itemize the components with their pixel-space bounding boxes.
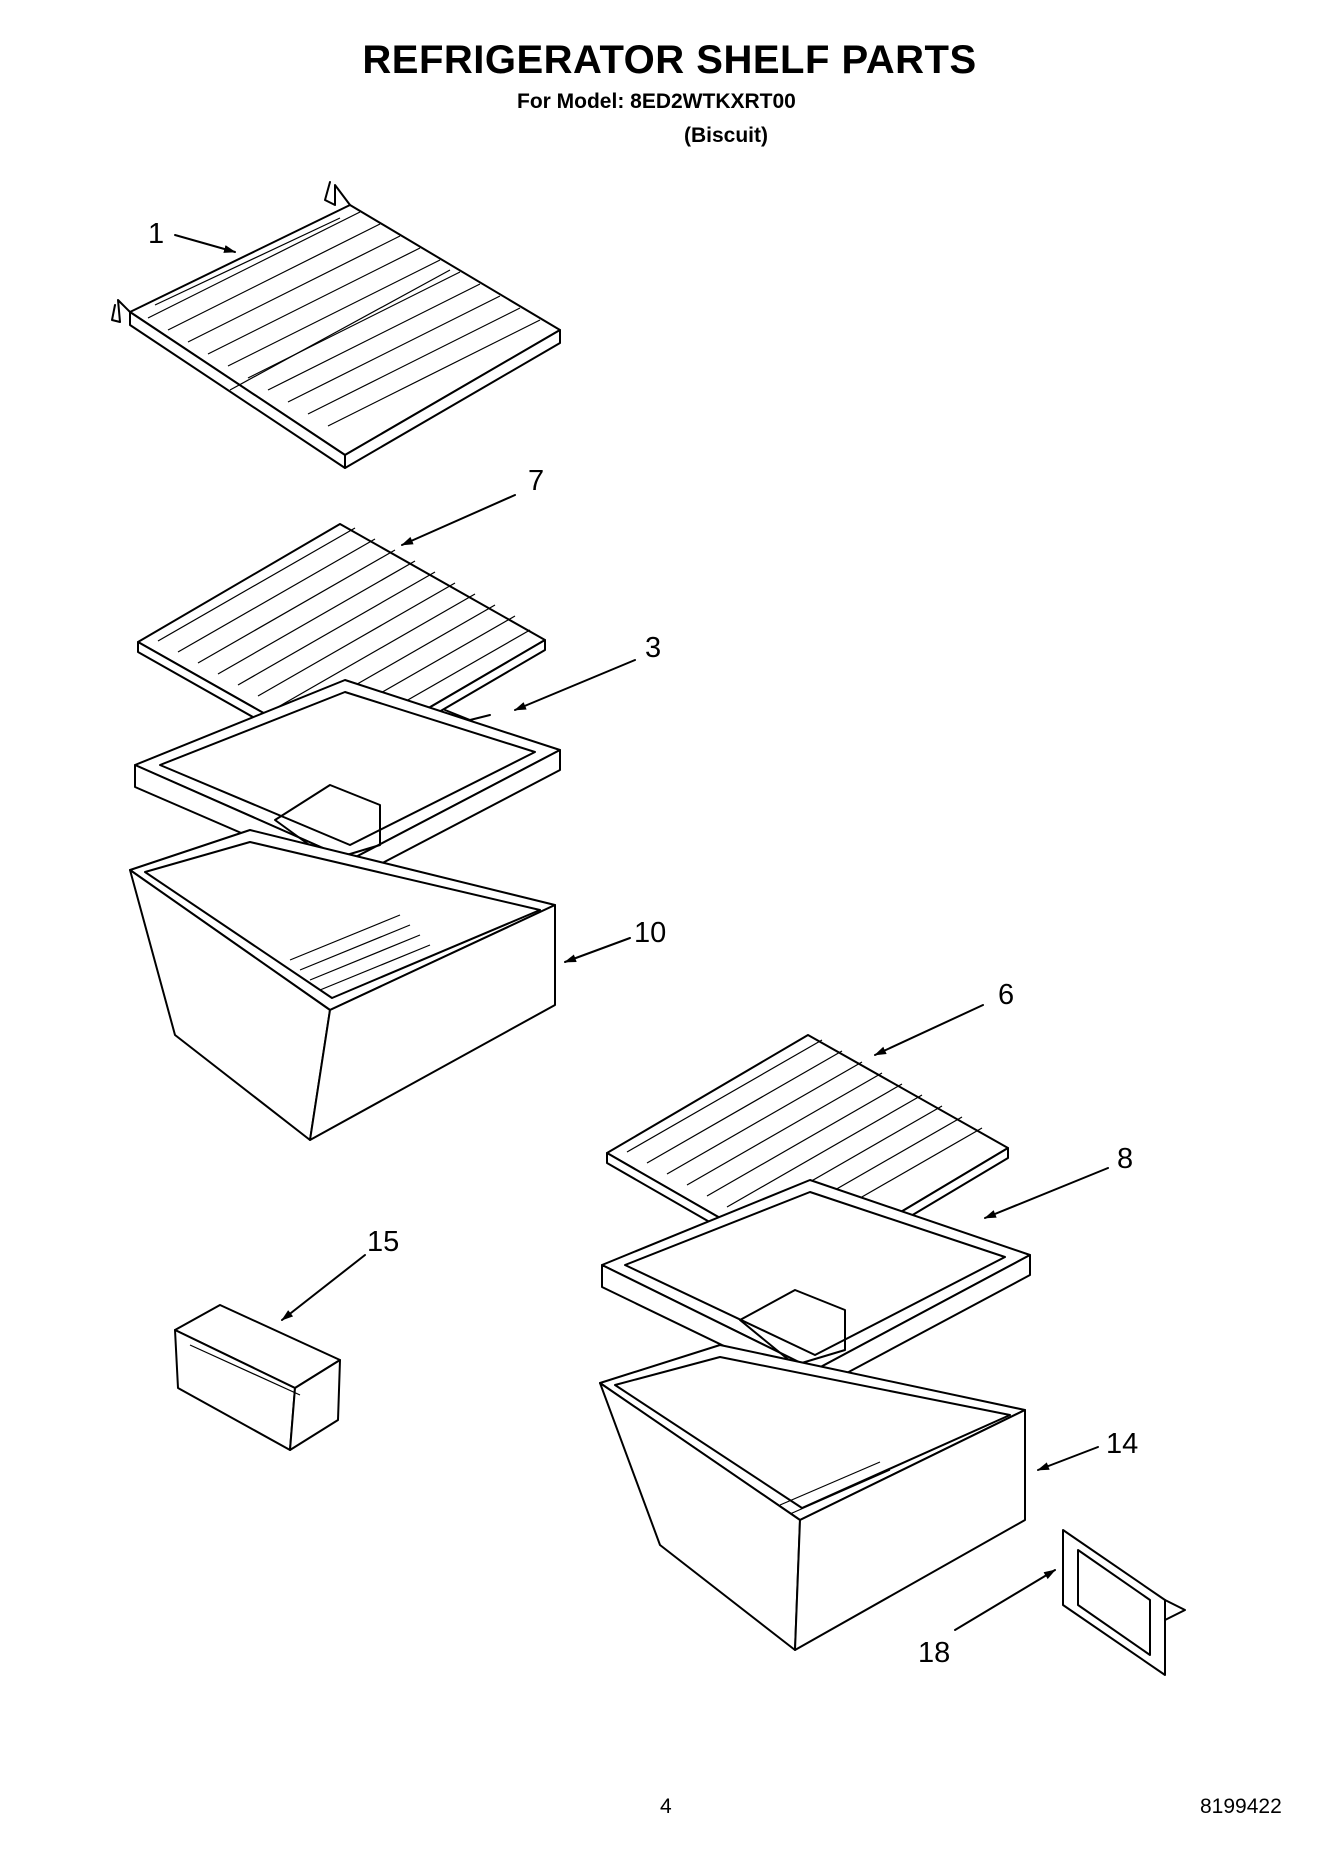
callout-10: 10 — [634, 917, 666, 949]
callout-7: 7 — [528, 465, 544, 497]
callout-8: 8 — [1117, 1143, 1133, 1175]
callout-1: 1 — [148, 218, 164, 250]
part-14-crisper-drawer — [599, 1344, 1026, 1651]
part-18-label — [1062, 1529, 1186, 1676]
model-line: For Model: 8ED2WTKXRT00 — [517, 90, 796, 113]
document-number: 8199422 — [1200, 1795, 1282, 1818]
part-15-bin — [174, 1304, 341, 1451]
part-10-crisper-drawer — [129, 829, 556, 1141]
page-title: REFRIGERATOR SHELF PARTS — [362, 38, 977, 82]
callout-14: 14 — [1106, 1428, 1138, 1460]
callout-3: 3 — [645, 632, 661, 664]
page-number: 4 — [660, 1795, 672, 1818]
color-line: (Biscuit) — [684, 124, 768, 147]
part-8-crisper-frame — [601, 1179, 1031, 1391]
callout-18: 18 — [918, 1637, 950, 1669]
callout-15: 15 — [367, 1226, 399, 1258]
part-1-wire-shelf — [111, 181, 561, 469]
callout-6: 6 — [998, 979, 1014, 1011]
leader-lines — [174, 234, 1109, 1631]
